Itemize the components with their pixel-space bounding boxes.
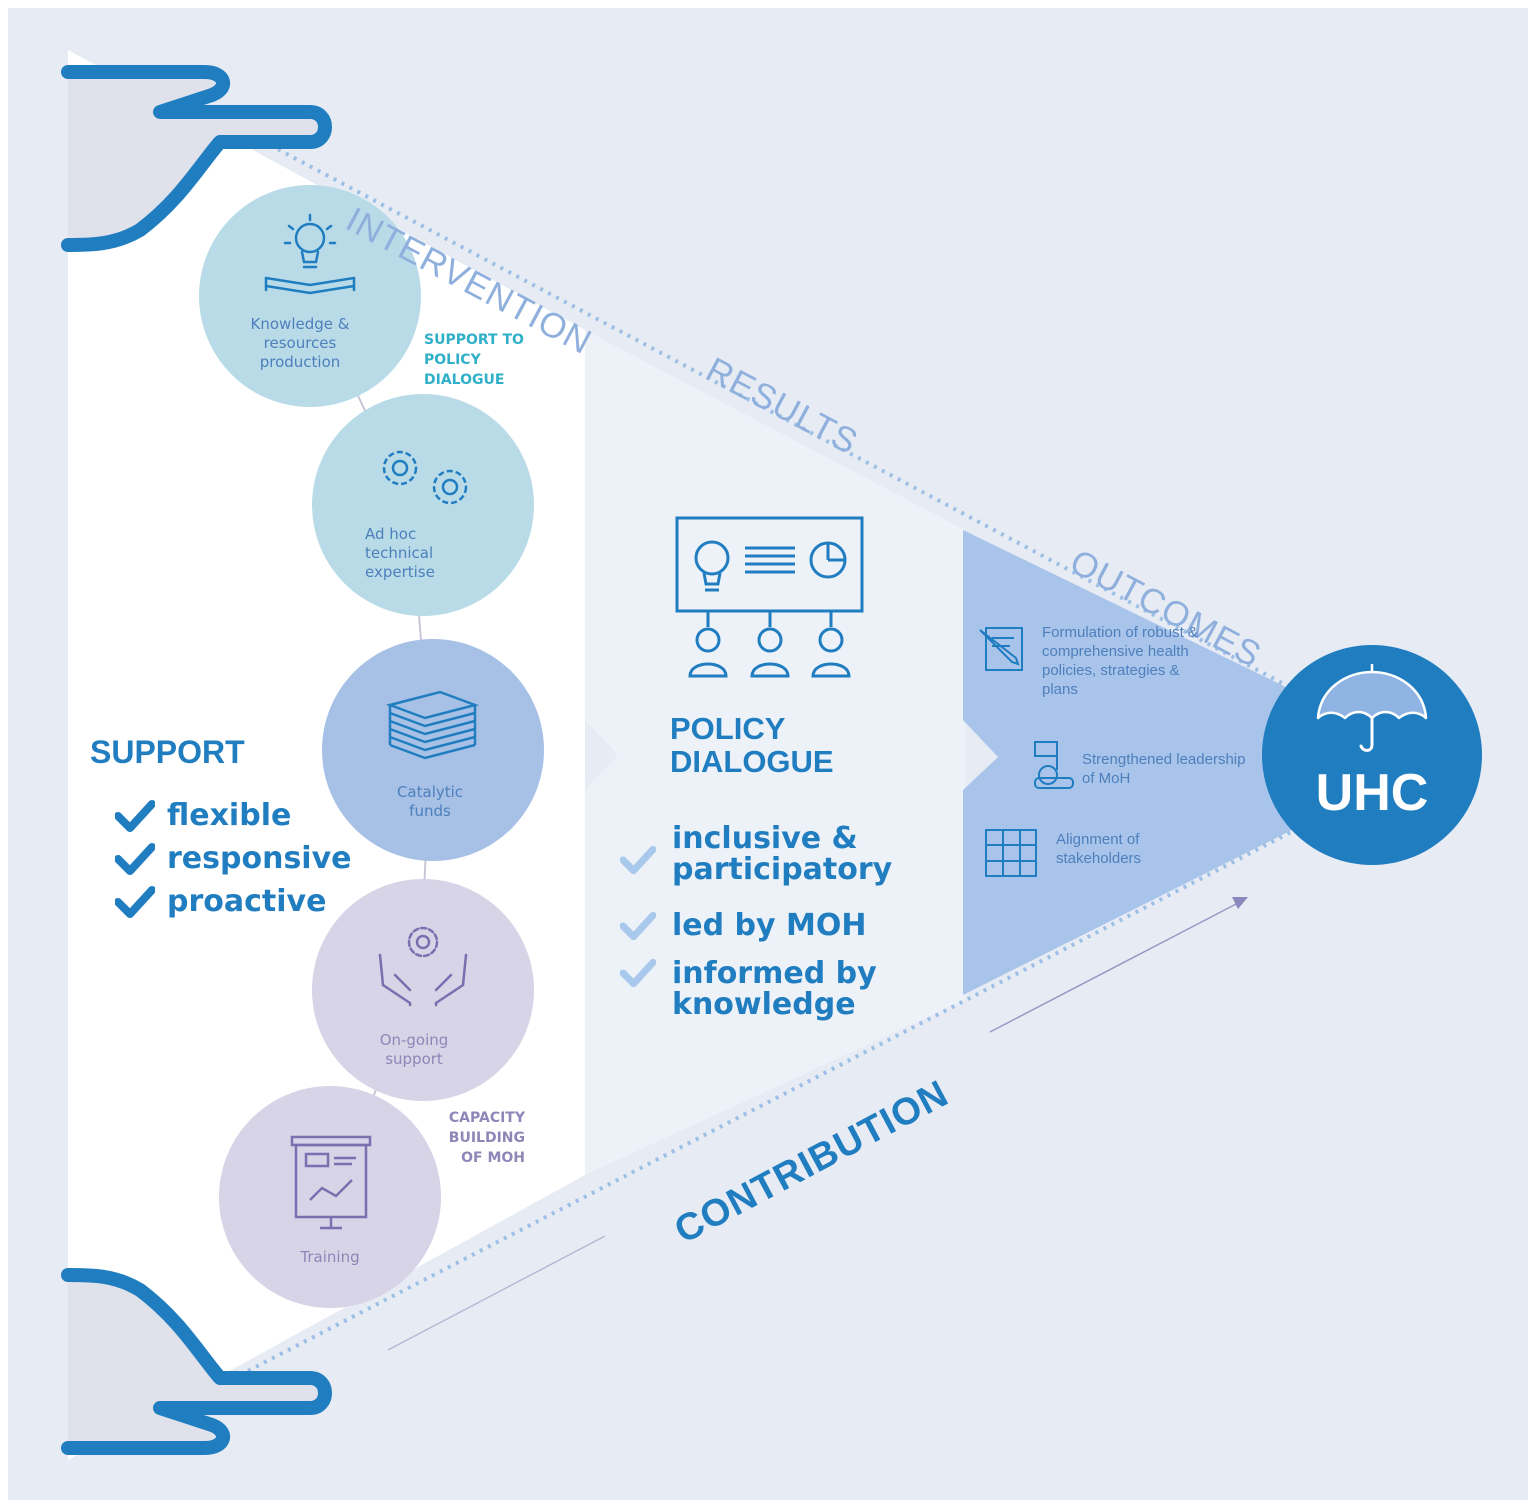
circle-catalytic — [322, 639, 544, 861]
contribution-arrowhead — [1232, 897, 1248, 909]
policy-item-label: led by MOH — [672, 908, 867, 943]
policy-item-inclusive: inclusive & participatory — [620, 823, 902, 885]
support-item-proactive: proactive — [115, 884, 326, 919]
presentation-board-icon — [290, 1135, 372, 1230]
policy-item-informed: informed by knowledge — [620, 958, 912, 1020]
circle-knowledge — [199, 185, 421, 407]
support-to-policy-dialogue-label: SUPPORT TO POLICY DIALOGUE — [424, 332, 524, 388]
support-item-flexible: flexible — [115, 798, 291, 833]
support-item-label: proactive — [167, 884, 327, 919]
checkmark-icon — [115, 885, 155, 918]
checkmark-icon — [620, 958, 656, 988]
circle-label-catalytic: Catalytic funds — [396, 783, 464, 820]
policy-item-label: inclusive & participatory — [672, 821, 893, 887]
circle-ongoing — [312, 879, 534, 1101]
checkmark-icon — [115, 842, 155, 875]
checkmark-icon — [620, 845, 656, 875]
policy-dialogue-title: POLICY DIALOGUE — [670, 711, 834, 779]
results-region — [585, 330, 965, 1175]
contribution-line-lower — [387, 1235, 606, 1351]
uhc-circle — [1262, 645, 1482, 865]
support-item-responsive: responsive — [115, 841, 351, 876]
circle-label-training: Training — [300, 1248, 360, 1266]
support-item-label: flexible — [167, 798, 292, 833]
money-stack-icon — [385, 690, 480, 760]
circle-training — [219, 1086, 441, 1308]
lightbulb-book-icon — [264, 213, 356, 295]
meeting-presentation-icon — [675, 516, 864, 678]
checkmark-icon — [115, 799, 155, 832]
bottom-hand-icon — [61, 1268, 332, 1455]
circle-label-knowledge: Knowledge & resources production — [250, 315, 350, 371]
circle-label-technical: Ad hoc technical expertise — [365, 525, 435, 581]
umbrella-icon — [1316, 664, 1428, 720]
outcome-label-leadership: Strengthened leadership of MoH — [1082, 751, 1246, 787]
support-title: SUPPORT — [90, 734, 245, 770]
top-hand-icon — [61, 65, 332, 252]
leadership-icon — [1034, 741, 1074, 789]
support-item-label: responsive — [167, 841, 352, 876]
document-pen-icon — [979, 627, 1023, 671]
outcome-label-formulation: Formulation of robust & comprehensive he… — [1042, 624, 1198, 698]
stakeholders-grid-icon — [985, 829, 1037, 877]
checkmark-icon — [620, 911, 656, 940]
uhc-label: UHC — [1315, 764, 1429, 822]
hands-gear-icon — [378, 926, 468, 1007]
outcomes-triangle — [963, 530, 1292, 995]
policy-item-led-by-moh: led by MOH — [620, 908, 867, 943]
circle-technical — [312, 394, 534, 616]
gears-icon — [382, 450, 468, 505]
policy-item-label: informed by knowledge — [672, 956, 877, 1022]
umbrella-handle — [1359, 716, 1374, 752]
outcome-label-alignment: Alignment of stakeholders — [1056, 831, 1142, 867]
circle-label-ongoing: On-going support — [379, 1031, 449, 1068]
contribution-line-upper — [989, 902, 1239, 1033]
capacity-building-label: CAPACITY BUILDING OF MOH — [448, 1110, 525, 1166]
